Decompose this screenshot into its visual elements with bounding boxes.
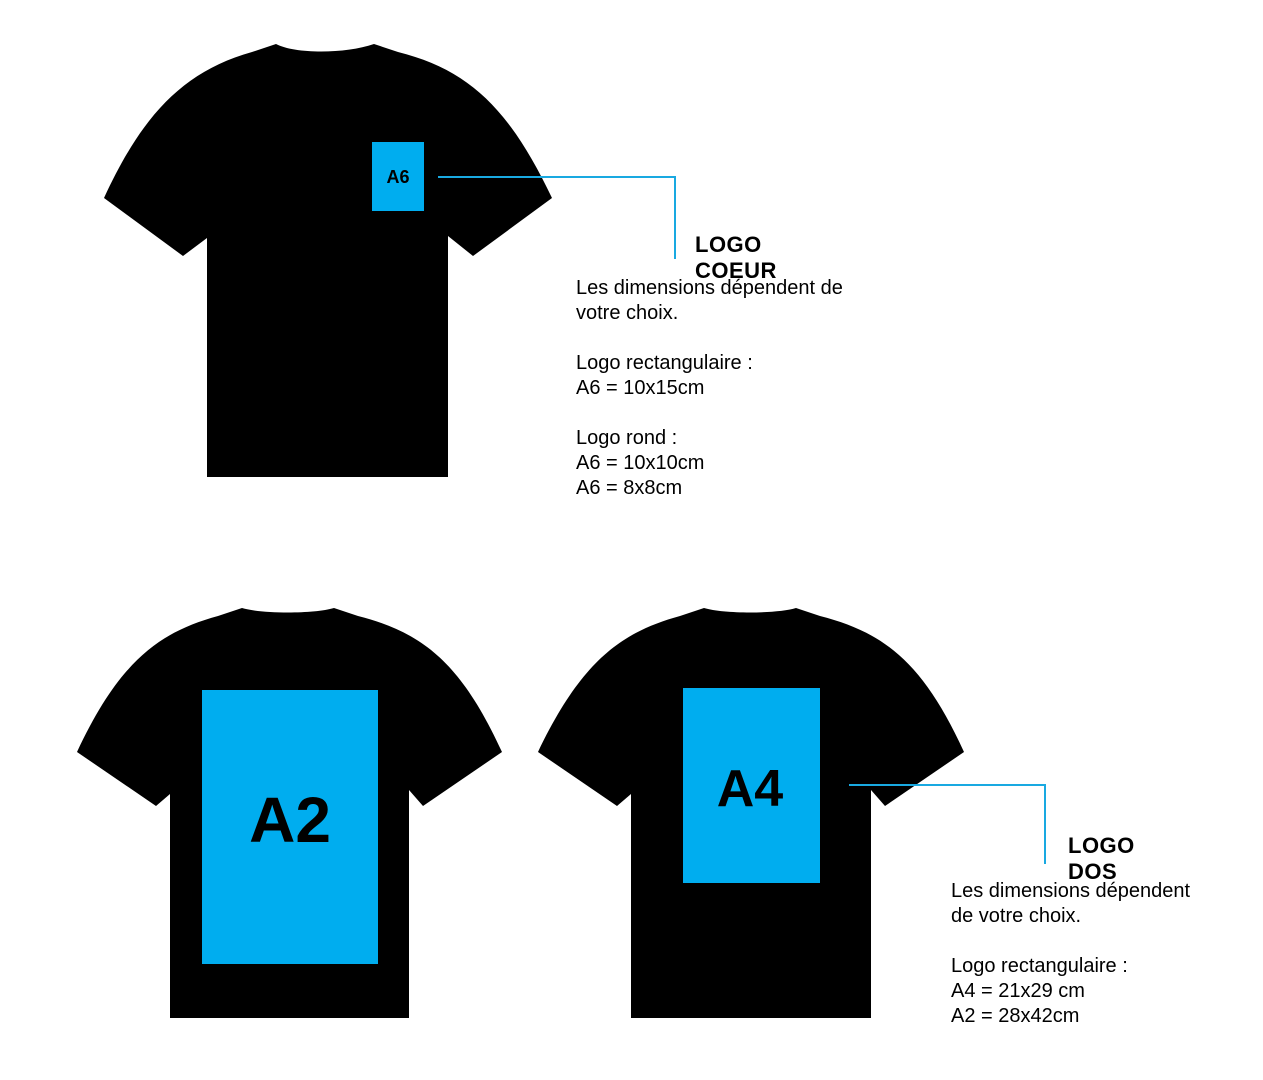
a4-patch-label: A4 bbox=[717, 760, 784, 818]
a6-patch-label: A6 bbox=[386, 167, 409, 187]
a4-patch bbox=[683, 688, 820, 883]
front-tshirt bbox=[104, 44, 552, 477]
logo-coeur-title: LOGO COEUR bbox=[695, 232, 777, 283]
dos-rect-a2: A2 = 28x42cm bbox=[951, 1005, 1080, 1027]
dos-rect-a4: A4 = 21x29 cm bbox=[951, 980, 1085, 1002]
logo-dos-title: LOGO DOS bbox=[1068, 833, 1135, 884]
coeur-round-section: Logo rond : A6 = 10x10cm A6 = 8x8cm bbox=[576, 426, 896, 501]
a6-patch bbox=[372, 142, 424, 211]
logo-coeur-description: Les dimensions dépendent de votre choix.… bbox=[576, 276, 896, 501]
dos-intro-text: Les dimensions dépendent de votre choix. bbox=[951, 880, 1191, 927]
a2-patch bbox=[202, 690, 378, 964]
dos-rect-section: Logo rectangulaire : A4 = 21x29 cm A2 = 28… bbox=[951, 954, 1251, 1029]
coeur-intro-text: Les dimensions dépendent de votre choix. bbox=[576, 277, 843, 324]
coeur-rect-section: Logo rectangulaire : A6 = 10x15cm bbox=[576, 351, 896, 401]
coeur-callout-line bbox=[438, 176, 676, 259]
dos-callout-line bbox=[849, 784, 1046, 864]
logo-dos-description: Les dimensions dépendent de votre choix.… bbox=[951, 879, 1251, 1029]
a2-patch-label: A2 bbox=[249, 784, 331, 856]
coeur-rect-a6: A6 = 10x15cm bbox=[576, 377, 705, 399]
coeur-rect-heading: Logo rectangulaire : bbox=[576, 352, 753, 374]
coeur-round-heading: Logo rond : bbox=[576, 427, 678, 449]
coeur-round-a6-1: A6 = 10x10cm bbox=[576, 452, 705, 474]
coeur-round-a6-2: A6 = 8x8cm bbox=[576, 477, 683, 499]
dos-rect-heading: Logo rectangulaire : bbox=[951, 955, 1128, 977]
